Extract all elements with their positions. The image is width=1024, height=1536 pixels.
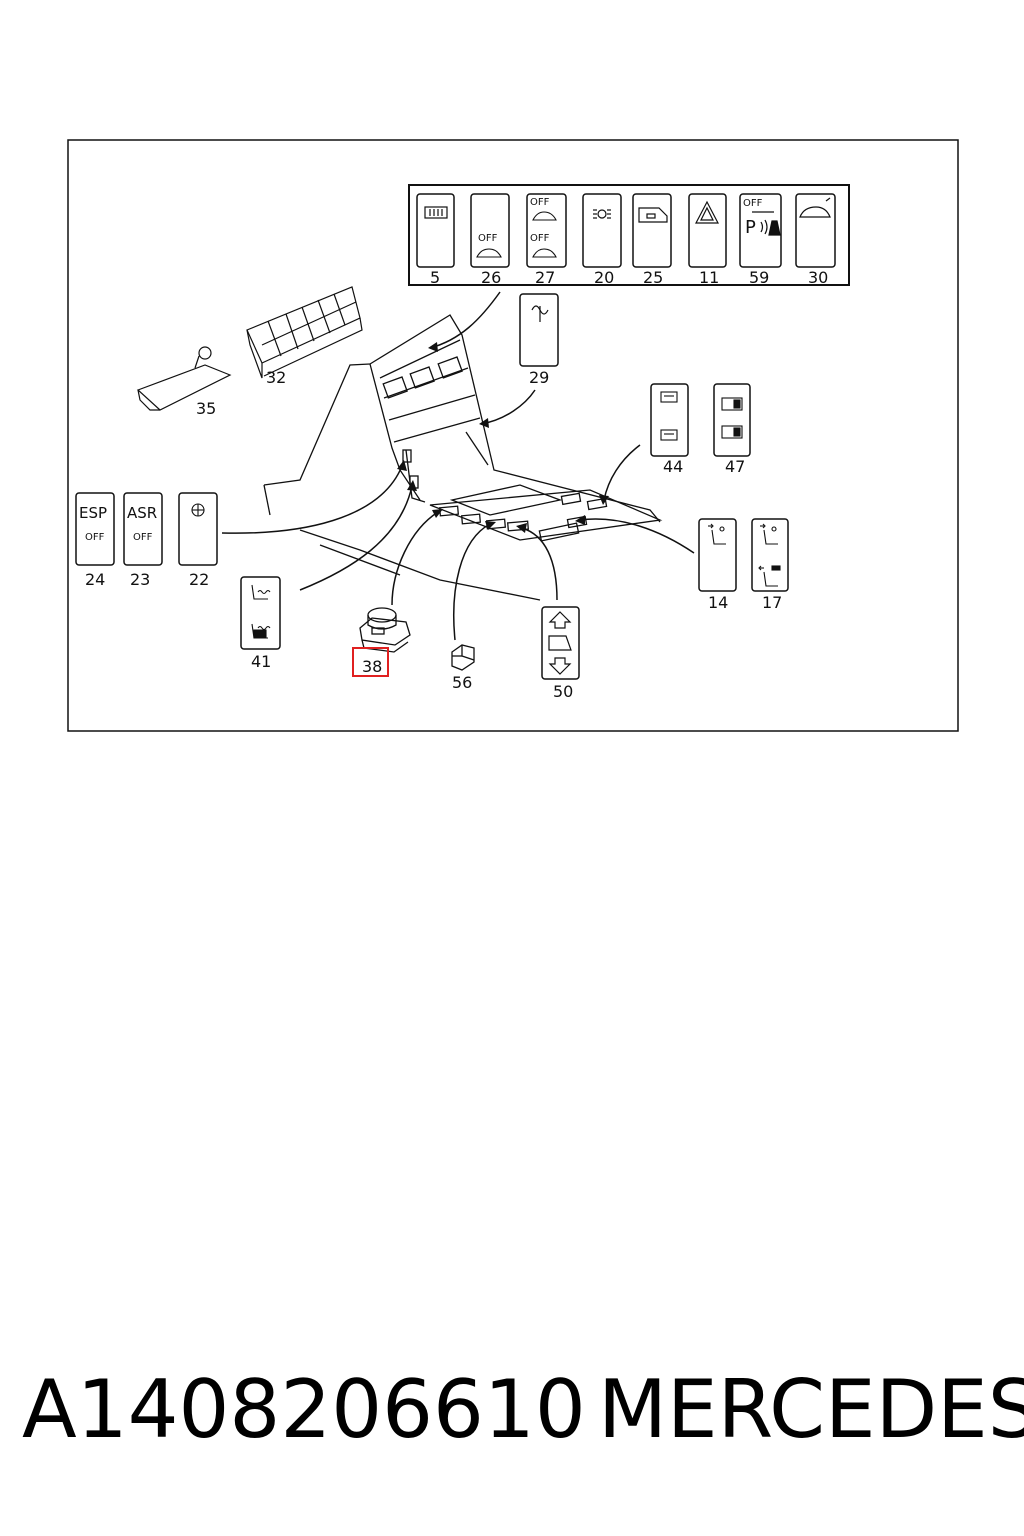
brand-caption: MERCEDES (598, 1363, 1024, 1456)
switch-59-parktronic-p: P (745, 217, 756, 238)
switch-27 (526, 193, 567, 268)
switch-47 (713, 383, 751, 457)
arrowhead (428, 342, 438, 352)
switch-24-esp: ESP (79, 504, 107, 522)
leader-line (221, 465, 403, 534)
arrowhead (516, 523, 527, 533)
callout-59: 59 (749, 268, 769, 287)
switch-50 (541, 606, 580, 680)
leader-line (391, 511, 439, 606)
switch-23 (123, 492, 163, 566)
heater-icon (191, 503, 205, 517)
callout-26: 26 (481, 268, 501, 287)
switch-30 (795, 193, 836, 268)
callout-27: 27 (535, 268, 555, 287)
callout-29: 29 (529, 368, 549, 387)
callout-56: 56 (452, 673, 472, 692)
fog-light-icon (593, 209, 611, 219)
switch-14 (698, 518, 737, 592)
leader-line (579, 518, 695, 554)
hazard-warning-icon (695, 200, 719, 224)
rear-defrost-icon (424, 206, 448, 219)
switch-27-off-bottom: OFF (530, 233, 550, 244)
callout-22: 22 (189, 570, 209, 589)
callout-17: 17 (762, 593, 782, 612)
switch-59 (739, 193, 782, 268)
callout-32: 32 (266, 368, 286, 387)
side-sunshade-icon (721, 397, 743, 439)
callout-25: 25 (643, 268, 663, 287)
part-number-caption: A1408206610 (22, 1363, 586, 1456)
switch-41 (240, 576, 281, 650)
seat-memory-icon (758, 523, 781, 587)
seat-heating-icon (251, 584, 271, 639)
highlight-box-38 (352, 647, 389, 677)
arrowhead (407, 480, 417, 491)
top-switch-strip: 5 OFF 26 OFF OFF 27 20 25 (408, 184, 850, 287)
callout-14: 14 (708, 593, 728, 612)
car-alarm-icon (799, 197, 831, 218)
arrowhead (397, 460, 407, 471)
switch-20 (582, 193, 622, 268)
switch-24-off: OFF (85, 532, 105, 543)
callout-11: 11 (699, 268, 719, 287)
arrowhead (599, 495, 609, 505)
leader-line (603, 444, 641, 501)
switch-59-off: OFF (743, 198, 763, 209)
switch-26-off: OFF (478, 233, 498, 244)
callout-5: 5 (430, 268, 440, 287)
callout-38: 38 (362, 657, 382, 676)
switch-27-off-top: OFF (530, 197, 550, 208)
leader-line (299, 485, 413, 591)
callout-47: 47 (725, 457, 745, 476)
switch-44 (650, 383, 689, 457)
switch-25 (632, 193, 672, 268)
arrowhead (575, 515, 585, 525)
leader-line (480, 389, 536, 425)
car-icon (532, 211, 557, 221)
parktronic-icon (760, 219, 781, 236)
switch-22 (178, 492, 218, 566)
switch-11 (688, 193, 727, 268)
leader-line (429, 291, 501, 349)
callout-44: 44 (663, 457, 683, 476)
car-icon (476, 248, 502, 258)
center-console (263, 314, 663, 601)
callout-23: 23 (130, 570, 150, 589)
leader-line (521, 527, 558, 601)
callout-24: 24 (85, 570, 105, 589)
switch-29 (519, 293, 559, 367)
leader-line (453, 523, 491, 641)
callout-50: 50 (553, 682, 573, 701)
switch-5 (416, 193, 455, 268)
arrowhead (432, 509, 443, 518)
car-icon (532, 248, 557, 258)
door-lock-icon (638, 207, 668, 223)
switch-17 (751, 518, 789, 592)
part-32-vent-grille (246, 286, 363, 379)
seat-adjust-icon (708, 523, 726, 545)
part-56-switch (451, 644, 475, 671)
arrowhead (479, 418, 489, 428)
rear-sunshade-icon (660, 391, 678, 441)
seatbelt-icon (531, 305, 549, 322)
window-up-down-icon (548, 611, 572, 675)
switch-23-asr: ASR (127, 504, 157, 522)
callout-35: 35 (196, 399, 216, 418)
callout-41: 41 (251, 652, 271, 671)
diagram-frame (67, 139, 959, 732)
arrowhead (485, 521, 496, 530)
part-38-controller-knob (359, 607, 411, 653)
part-35-trim-strip (136, 346, 232, 411)
switch-23-off: OFF (133, 532, 153, 543)
callout-20: 20 (594, 268, 614, 287)
switch-24 (75, 492, 115, 566)
switch-26 (470, 193, 510, 268)
callout-30: 30 (808, 268, 828, 287)
